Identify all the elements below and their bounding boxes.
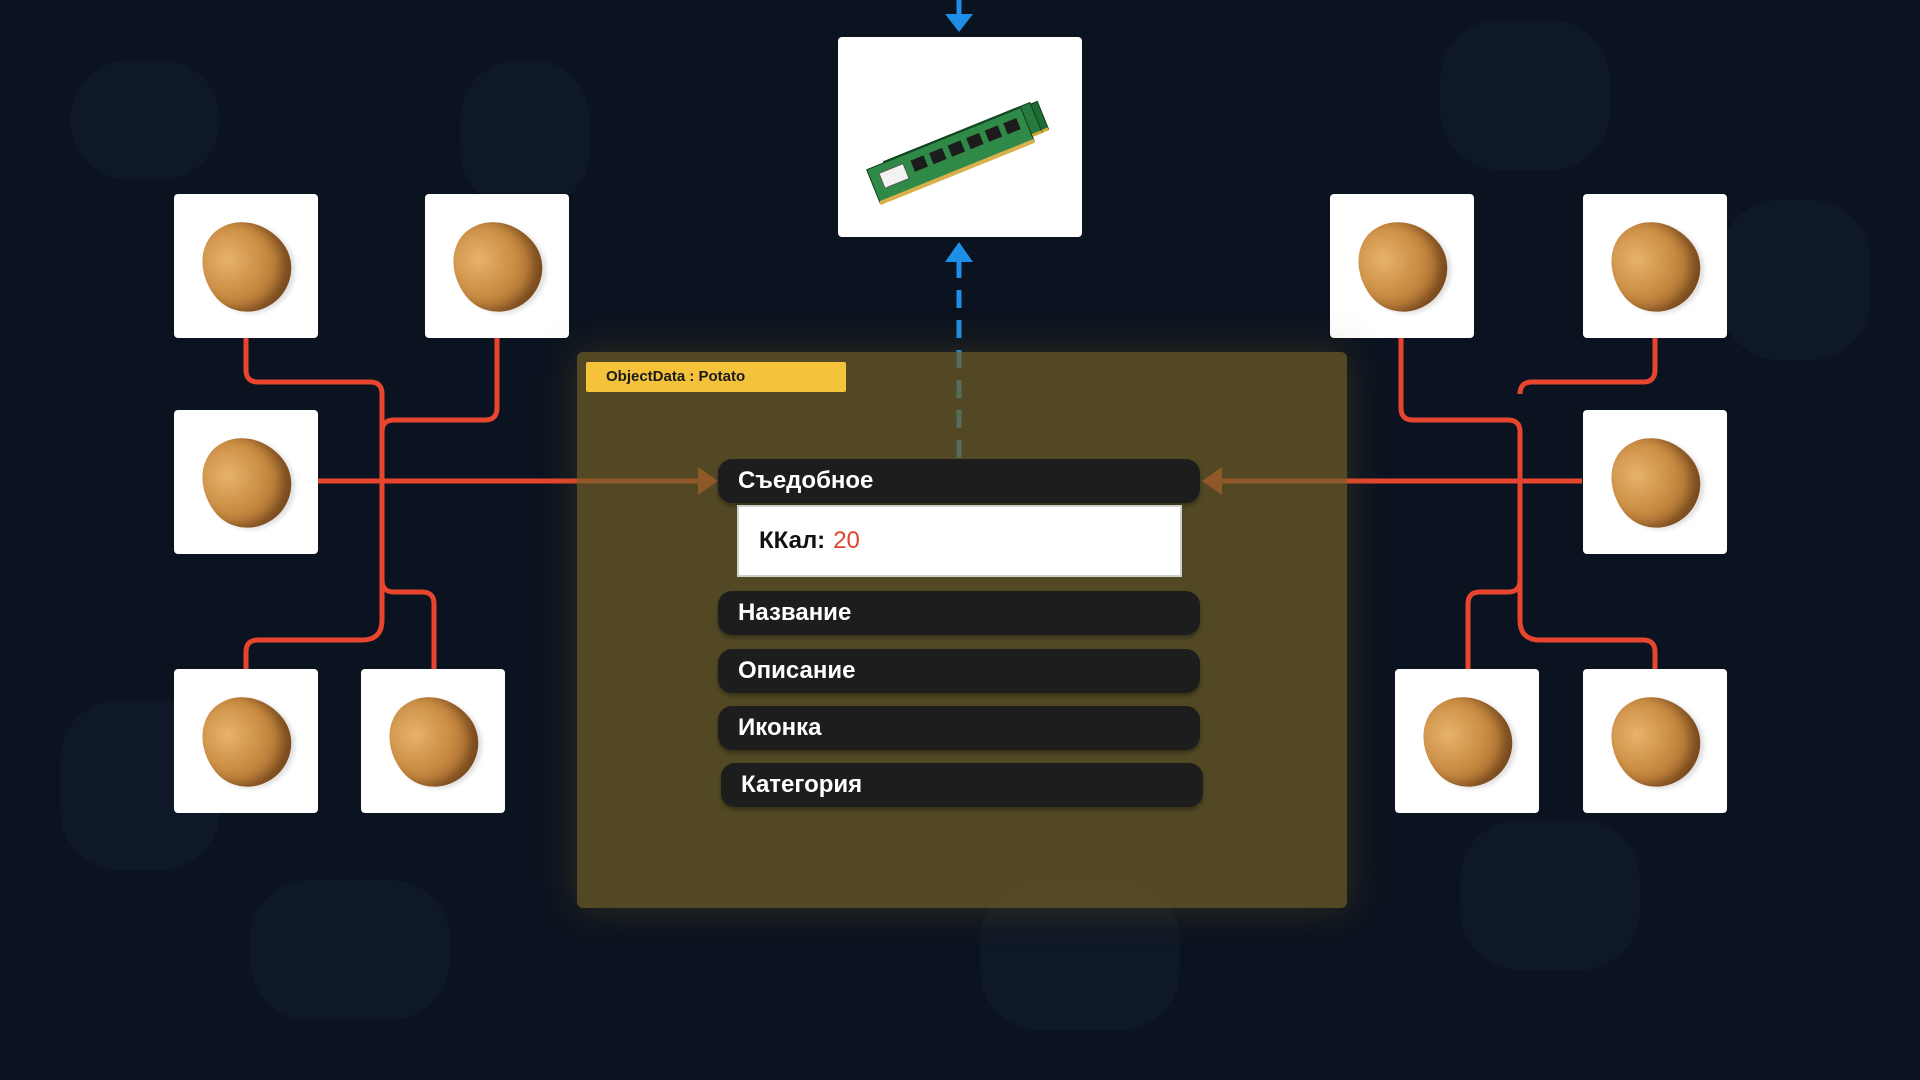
field-edible[interactable]: Съедобное <box>718 459 1200 503</box>
potato-card <box>174 410 318 554</box>
background-shape <box>1720 200 1870 360</box>
potato-card <box>174 669 318 813</box>
potato-icon <box>183 678 309 804</box>
potato-icon <box>434 203 560 329</box>
background-shape <box>70 60 220 180</box>
potato-icon <box>1592 203 1718 329</box>
potato-icon <box>1339 203 1465 329</box>
potato-card <box>425 194 569 338</box>
potato-card <box>1330 194 1474 338</box>
potato-icon <box>183 419 309 545</box>
wire-right-main <box>1398 338 1658 669</box>
object-data-tag: ObjectData : Potato <box>586 362 846 392</box>
wire-left-main <box>243 338 385 669</box>
potato-icon <box>1592 678 1718 804</box>
memory-arrowhead-up <box>945 242 973 262</box>
memory-card <box>838 37 1082 237</box>
field-category[interactable]: Категория <box>721 763 1203 807</box>
field-description[interactable]: Описание <box>718 649 1200 693</box>
potato-icon <box>1592 419 1718 545</box>
calories-label: ККал: <box>759 527 826 554</box>
wire-left-top-right <box>379 338 500 433</box>
calories-value: 20 <box>833 527 860 554</box>
background-shape <box>1440 20 1610 170</box>
potato-card <box>361 669 505 813</box>
potato-icon <box>183 203 309 329</box>
potato-card <box>1583 194 1727 338</box>
potato-icon <box>370 678 496 804</box>
potato-card <box>174 194 318 338</box>
potato-card <box>1583 410 1727 554</box>
memory-arrowhead-down <box>945 14 973 32</box>
field-icon[interactable]: Иконка <box>718 706 1200 750</box>
potato-card <box>1583 669 1727 813</box>
field-name[interactable]: Название <box>718 591 1200 635</box>
ram-icon <box>866 100 1050 205</box>
background-shape <box>460 60 590 210</box>
potato-icon <box>1404 678 1530 804</box>
wire-right-bottom-left <box>1465 579 1523 669</box>
wire-left-bottom-right <box>379 579 437 669</box>
background-shape <box>250 880 450 1020</box>
background-shape <box>1460 820 1640 970</box>
potato-card <box>1395 669 1539 813</box>
wire-right-top-right <box>1517 338 1658 395</box>
calories-detail: ККал: 20 <box>737 505 1182 577</box>
